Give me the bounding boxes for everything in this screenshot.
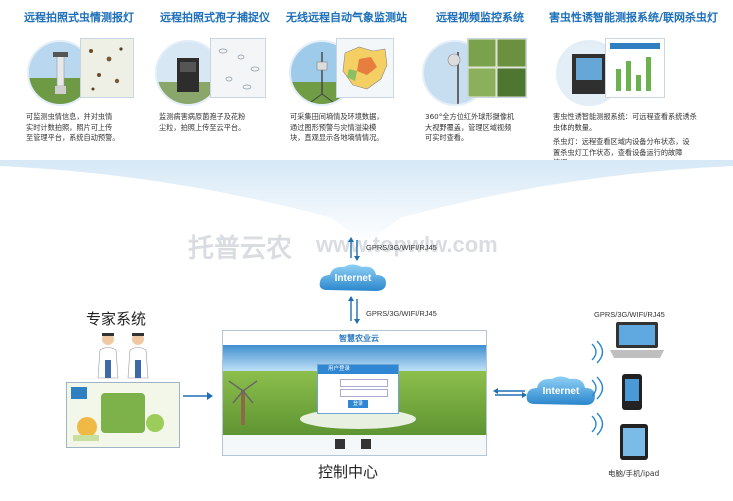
expert-to-control-arrow	[183, 392, 213, 400]
internet-to-control-arrow	[348, 296, 360, 324]
network-label-top: GPRS/3G/WIFI/RJ45	[366, 243, 437, 252]
title-insect-lamp: 远程拍照式虫情测报灯	[24, 11, 134, 24]
login-panel-title: 用户登录	[318, 365, 398, 374]
spore-sample-image	[210, 38, 266, 98]
title-pheromone-system: 害虫性诱智能测报系统/联网杀虫灯	[549, 11, 719, 24]
login-panel: 用户登录 登录	[317, 364, 399, 414]
weather-station-description: 可采集田间墒情及环境数据，通过图形预警与灾情溢染模块，直观显示各地墒情情况。	[290, 112, 384, 143]
control-center-label: 控制中心	[318, 463, 379, 481]
network-label-right: GPRS/3G/WIFI/RJ45	[594, 310, 665, 319]
username-input[interactable]	[340, 379, 388, 387]
password-input[interactable]	[340, 389, 388, 397]
login-button[interactable]: 登录	[348, 400, 368, 408]
phone-icon	[622, 374, 642, 410]
data-funnel-graphic	[0, 160, 733, 244]
expert-figures	[97, 333, 149, 379]
watermark-cn: 托普云农	[188, 233, 293, 263]
insect-lamp-description: 可监测虫情信息，并对虫情实时计数拍照，照片可上传至管理平台，系统自动预警。	[26, 112, 120, 143]
network-label-mid: GPRS/3G/WIFI/RJ45	[366, 309, 437, 318]
watermark-url: www.topwlw.com	[316, 232, 498, 257]
spore-catcher-description: 监测病害病原菌孢子及花粉尘粒，拍照上传至云平台。	[159, 112, 246, 132]
title-spore-catcher: 远程拍照式孢子捕捉仪	[160, 11, 270, 24]
internet-cloud-top: Internet	[318, 262, 388, 296]
devices-label: 电脑/手机/ipad	[608, 469, 660, 478]
expert-system-label: 专家系统	[86, 310, 147, 328]
insect-sample-image	[80, 38, 134, 98]
control-center-portal: 智慧农业云 用户登录 登录	[222, 330, 487, 456]
pheromone-chart-image	[605, 38, 665, 98]
control-to-internet-arrow	[493, 388, 527, 398]
expert-system-screen	[66, 382, 180, 448]
spore-catcher-photo	[155, 40, 221, 106]
video-monitor-description: 360°全方位红外球形摄像机大视野覆盖，管理区域视频可实时查看。	[425, 112, 515, 143]
video-feed-image	[467, 38, 527, 98]
title-video-monitor: 远程视频监控系统	[436, 11, 524, 24]
internet-cloud-right: Internet	[525, 374, 597, 410]
weather-map-image	[336, 38, 394, 98]
wireless-signal-icons	[591, 340, 604, 436]
title-weather-station: 无线远程自动气象监测站	[286, 11, 407, 24]
laptop-icon	[610, 322, 664, 358]
funnel-to-internet-arrow	[348, 237, 360, 261]
portal-logo: 智慧农业云	[339, 334, 379, 343]
tablet-icon	[620, 424, 648, 460]
